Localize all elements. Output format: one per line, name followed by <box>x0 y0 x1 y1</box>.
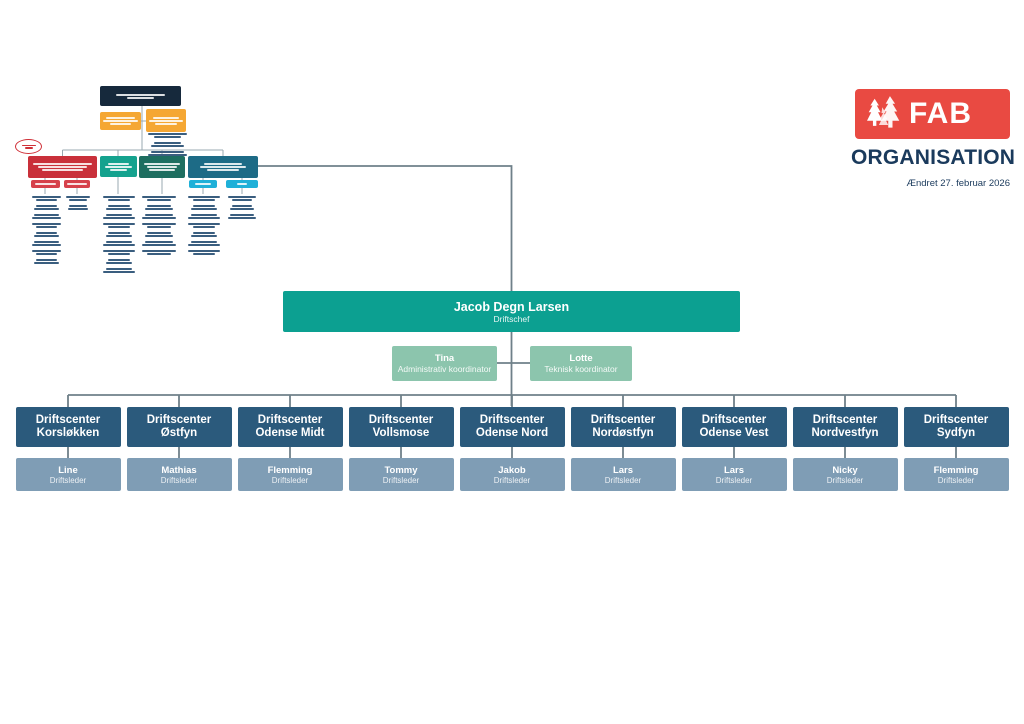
leader-role: Driftsleder <box>826 475 864 485</box>
mini-box <box>100 112 141 130</box>
mini-box <box>146 109 186 132</box>
center-unit: Driftscenter <box>812 414 878 426</box>
center-area: Østfyn <box>160 427 198 439</box>
chief-name: Jacob Degn Larsen <box>453 299 570 314</box>
coordinator-name: Lotte <box>569 353 593 364</box>
center-area: Odense Vest <box>699 427 769 439</box>
leader-name: Line <box>58 464 78 476</box>
mini-name-list <box>140 196 178 259</box>
mini-name-list <box>101 196 137 277</box>
updated-date: Ændret 27. februar 2026 <box>906 178 1010 189</box>
mini-box <box>226 180 258 188</box>
leader-role: Driftsleder <box>937 475 975 485</box>
mini-name-list <box>226 196 258 223</box>
coordinator-box-lotte: Lotte Teknisk koordinator <box>530 346 632 381</box>
mini-box <box>64 180 90 188</box>
leader-name: Tommy <box>384 464 418 476</box>
mini-name-list <box>64 196 92 214</box>
mini-box <box>31 180 60 188</box>
center-area: Nordøstfyn <box>592 427 654 439</box>
mini-box <box>189 180 217 188</box>
leader-name: Flemming <box>933 464 979 476</box>
mini-box <box>28 156 97 178</box>
leader-name: Lars <box>723 464 745 476</box>
leader-role: Driftsleder <box>49 475 87 485</box>
leader-role: Driftsleder <box>715 475 753 485</box>
coordinator-role: Administrativ koordinator <box>397 364 492 374</box>
center-unit: Driftscenter <box>590 414 656 426</box>
leader-name: Jakob <box>498 464 526 476</box>
mini-name-list <box>145 133 190 160</box>
leader-name: Nicky <box>832 464 858 476</box>
center-unit: Driftscenter <box>146 414 212 426</box>
mini-box <box>139 156 185 178</box>
center-unit: Driftscenter <box>923 414 989 426</box>
center-unit: Driftscenter <box>701 414 767 426</box>
center-unit: Driftscenter <box>479 414 545 426</box>
center-area: Korsløkken <box>36 427 100 439</box>
leader-name: Lars <box>612 464 634 476</box>
coordinator-name: Tina <box>434 353 455 364</box>
chief-role: Driftschef <box>493 313 530 324</box>
center-area: Nordvestfyn <box>811 427 879 439</box>
coordinator-box-tina: Tina Administrativ koordinator <box>392 346 497 381</box>
logo-text: FAB <box>909 97 972 130</box>
center-unit: Driftscenter <box>35 414 101 426</box>
fab-logo: FAB <box>855 89 1010 139</box>
leader-name: Flemming <box>267 464 313 476</box>
coordinator-role: Teknisk koordinator <box>544 364 618 374</box>
leader-role: Driftsleder <box>160 475 198 485</box>
mini-note-ellipse <box>15 139 42 154</box>
leader-name: Mathias <box>161 464 197 476</box>
leader-role: Driftsleder <box>604 475 642 485</box>
center-area: Vollsmose <box>372 427 430 439</box>
org-title: ORGANISATION <box>851 146 1016 169</box>
center-unit: Driftscenter <box>368 414 434 426</box>
center-unit: Driftscenter <box>257 414 323 426</box>
mini-box <box>188 156 258 178</box>
center-area: Odense Nord <box>475 427 549 439</box>
center-area: Sydfyn <box>936 427 976 439</box>
leader-role: Driftsleder <box>382 475 420 485</box>
center-area: Odense Midt <box>255 427 325 439</box>
leader-role: Driftsleder <box>271 475 309 485</box>
trees-icon <box>867 96 900 128</box>
mini-box <box>100 86 181 106</box>
leader-role: Driftsleder <box>493 475 531 485</box>
mini-name-list <box>30 196 63 268</box>
chief-box: Jacob Degn Larsen Driftschef <box>283 291 740 332</box>
mini-name-list <box>186 196 222 259</box>
mini-box <box>100 156 137 177</box>
